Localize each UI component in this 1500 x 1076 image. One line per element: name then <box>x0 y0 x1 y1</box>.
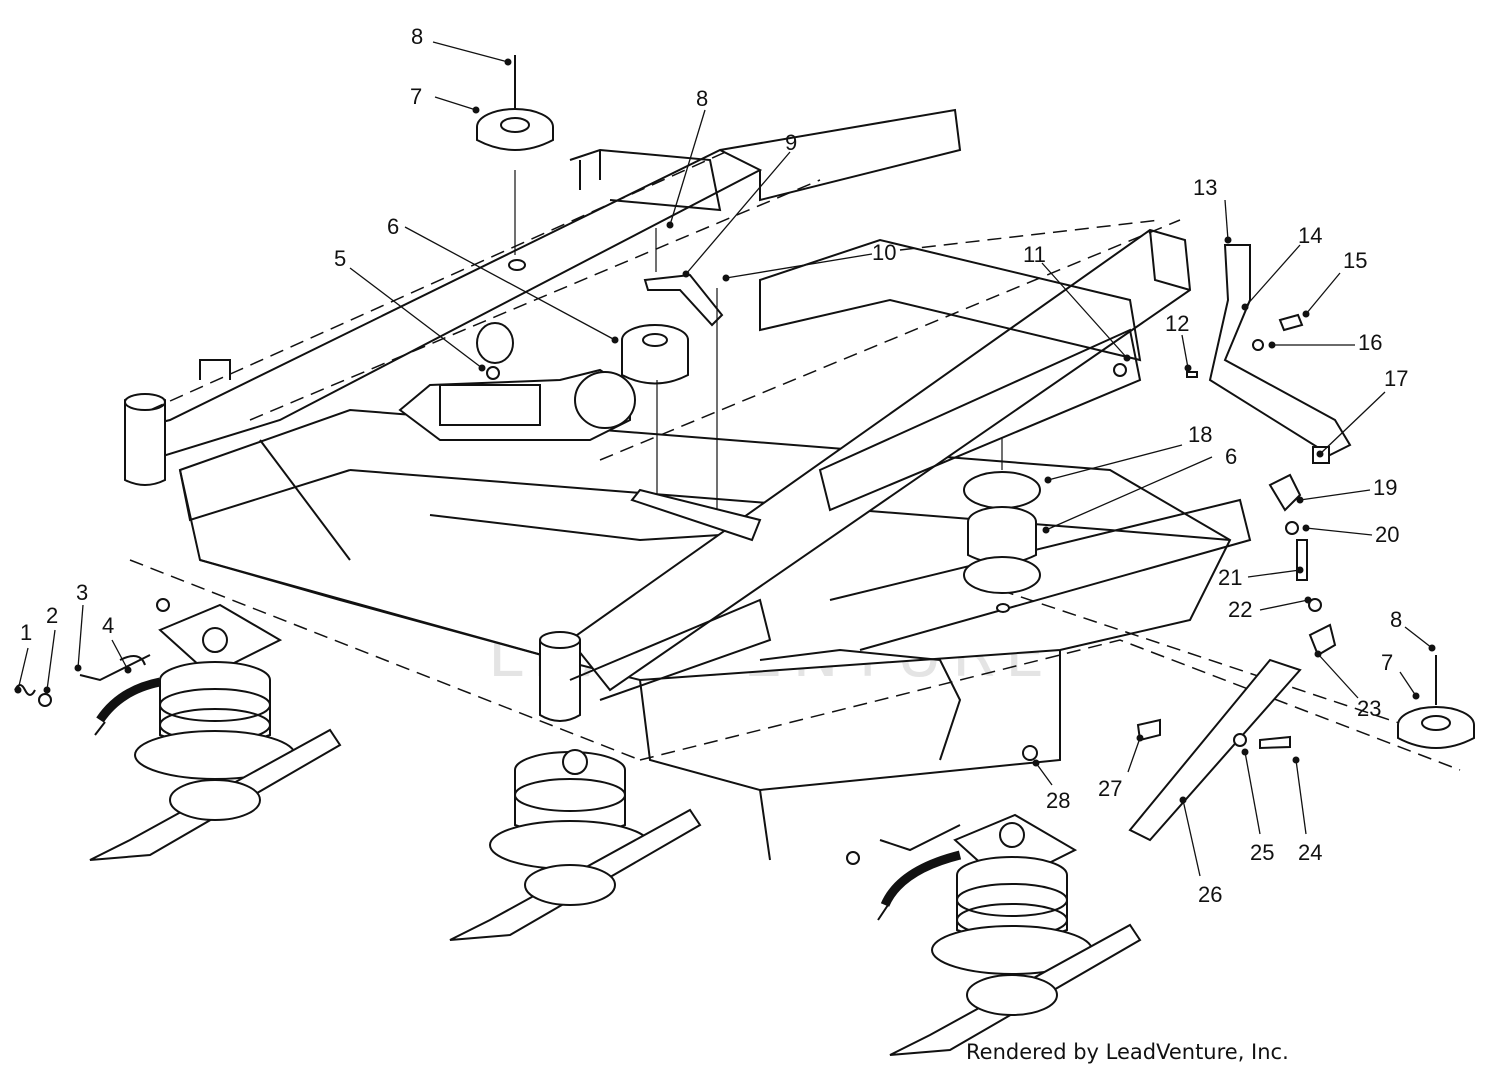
frame-rails <box>124 108 1252 722</box>
callout-22: 22 <box>1228 597 1252 622</box>
belt-path <box>129 149 1461 771</box>
tensioner-assembly <box>398 322 636 441</box>
callout-17: 17 <box>1384 366 1408 391</box>
callout-20: 20 <box>1375 522 1399 547</box>
mower-deck <box>178 408 1232 861</box>
callout-11: 11 <box>1023 242 1046 267</box>
callout-7-right: 7 <box>1381 650 1393 675</box>
callout-10: 10 <box>872 240 896 265</box>
callout-16: 16 <box>1358 330 1382 355</box>
callout-23: 23 <box>1357 696 1381 721</box>
lift-lever <box>14 244 1352 842</box>
callout-7-top: 7 <box>410 84 422 109</box>
bolts <box>156 55 1437 865</box>
callout-13: 13 <box>1193 175 1217 200</box>
callout-2: 2 <box>46 603 58 628</box>
callout-27: 27 <box>1098 776 1122 801</box>
callout-14: 14 <box>1298 223 1322 248</box>
spindle-right <box>889 813 1142 1056</box>
leader-lines <box>14 41 1436 877</box>
pulley-7-right <box>1397 706 1475 749</box>
callout-24: 24 <box>1298 840 1322 865</box>
callout-9: 9 <box>785 130 797 155</box>
callout-1: 1 <box>20 620 32 645</box>
callout-8-top: 8 <box>411 24 423 49</box>
pulley-7-top <box>476 108 554 271</box>
callout-25: 25 <box>1250 840 1274 865</box>
pulley-6-right <box>963 438 1041 613</box>
callout-8-center: 8 <box>696 86 708 111</box>
callout-12: 12 <box>1165 311 1189 336</box>
pulley-6-center <box>621 324 689 505</box>
callout-3: 3 <box>76 580 88 605</box>
callout-15: 15 <box>1343 248 1367 273</box>
callout-19: 19 <box>1373 475 1397 500</box>
callout-8-right: 8 <box>1390 607 1402 632</box>
callout-6-right: 6 <box>1225 444 1237 469</box>
wire-harness-right <box>877 824 962 921</box>
spindle-center <box>449 749 702 941</box>
callout-26: 26 <box>1198 882 1222 907</box>
callout-labels: 1 2 3 4 5 6 6 7 7 8 8 8 9 10 11 12 13 14… <box>20 24 1408 907</box>
idler-bracket <box>630 228 762 542</box>
spindle-left <box>89 603 342 861</box>
callout-28: 28 <box>1046 788 1070 813</box>
wire-harness-left <box>79 654 161 736</box>
callout-6-center: 6 <box>387 214 399 239</box>
callout-4: 4 <box>102 613 114 638</box>
credit-text: Rendered by LeadVenture, Inc. <box>966 1040 1289 1064</box>
callout-21: 21 <box>1218 565 1242 590</box>
callout-5: 5 <box>334 246 346 271</box>
callout-18: 18 <box>1188 422 1212 447</box>
